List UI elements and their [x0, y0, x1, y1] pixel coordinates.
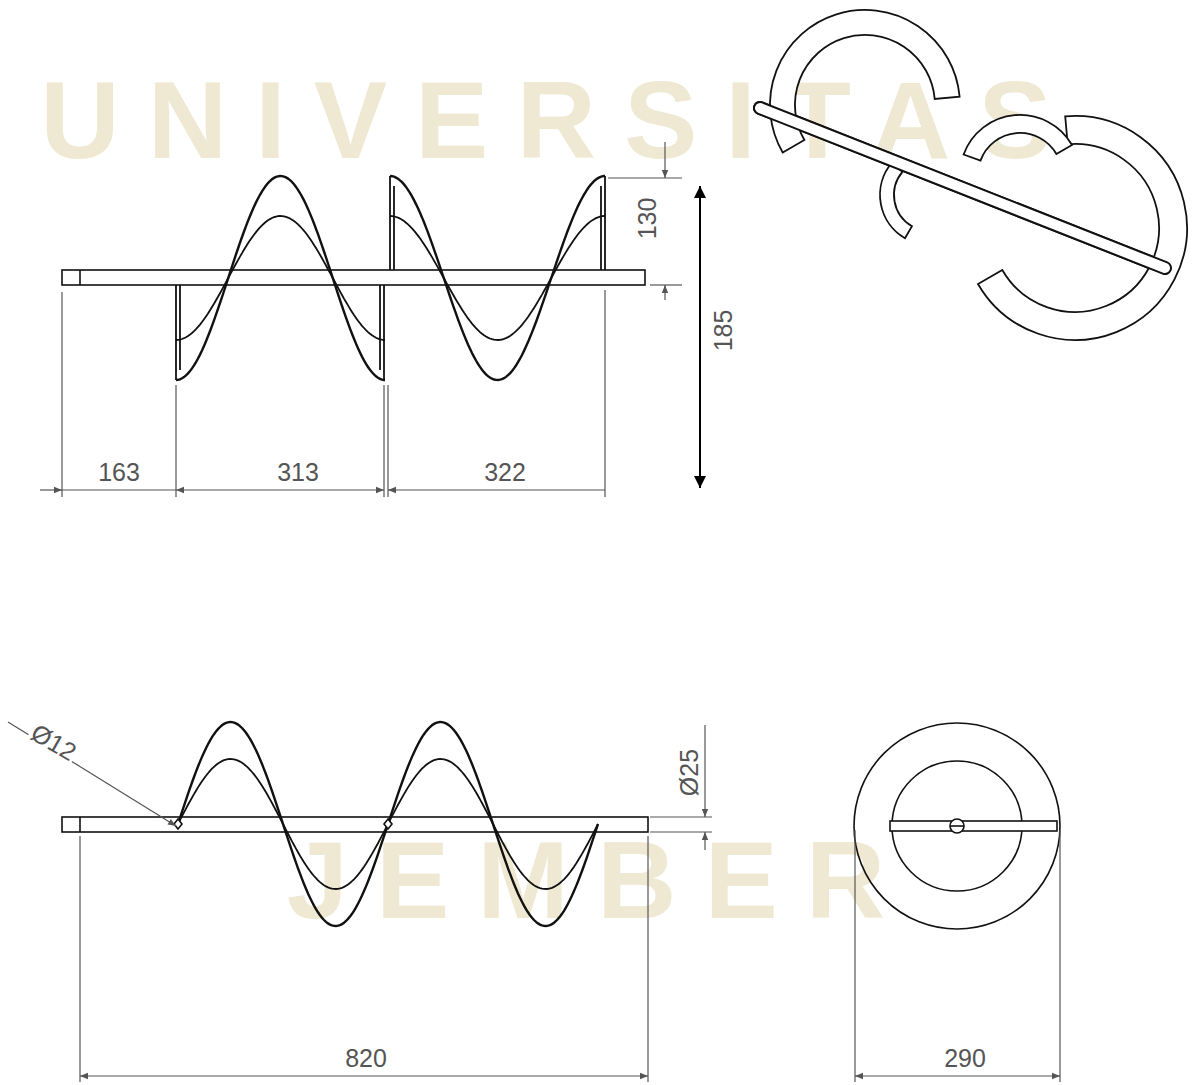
- flight-end-plate: [383, 285, 385, 380]
- extension-line: [650, 816, 712, 817]
- extension-line: [175, 385, 176, 497]
- dimension-line: [176, 489, 384, 490]
- flight-end-plate: [379, 285, 381, 370]
- ribbon-flight: [178, 722, 598, 926]
- extension-line: [387, 385, 388, 497]
- dimension-value: 820: [343, 1046, 389, 1071]
- dimension-line: [855, 1075, 1060, 1076]
- extension-line: [79, 836, 80, 1082]
- dimension-value: Ø25: [677, 746, 702, 797]
- watermark: JEMBER: [287, 825, 913, 935]
- shaft-step: [79, 817, 81, 832]
- iso-shaft: [760, 108, 1165, 268]
- ribbon-flight: [176, 176, 385, 380]
- extension-line: [383, 385, 384, 497]
- flight-end-plate: [393, 186, 395, 270]
- iso-flight: [964, 115, 1072, 161]
- dimension-line: [388, 489, 605, 490]
- extension-line: [650, 831, 712, 832]
- extension-line: [61, 292, 62, 497]
- flight-end-plate: [604, 176, 606, 270]
- flight-end-plate: [179, 285, 181, 370]
- dimension-line: [664, 142, 665, 178]
- iso-flight: [880, 163, 912, 238]
- extension-line: [608, 177, 682, 178]
- dimension-value: Ø12: [26, 718, 83, 765]
- shaft: [62, 817, 648, 832]
- cross-bar: [890, 821, 1057, 831]
- flight-end-plate: [175, 285, 177, 380]
- flight-end-plate: [389, 176, 391, 270]
- dimension-value: 290: [942, 1046, 988, 1071]
- dimension-line: [80, 1075, 648, 1076]
- dimension-value: 313: [275, 460, 321, 485]
- center-mark: [950, 825, 964, 827]
- dimension-line: [40, 489, 62, 490]
- shaft-section: [950, 819, 964, 833]
- dimension-line: [704, 832, 705, 850]
- flight-outer-circle: [854, 723, 1060, 929]
- dimension-value: 322: [482, 460, 528, 485]
- extension-line: [647, 836, 648, 1082]
- watermark: UNIVERSITAS: [40, 65, 1079, 175]
- dimension-arrow: [699, 186, 701, 488]
- dimension-line: [62, 489, 176, 490]
- shaft: [62, 270, 645, 285]
- dimension-line: [664, 285, 665, 300]
- ribbon-flight: [176, 216, 385, 340]
- shaft-step: [79, 270, 81, 285]
- ribbon-flight: [390, 176, 605, 380]
- dimension-line: [704, 725, 705, 817]
- extension-line: [650, 284, 682, 285]
- extension-line: [604, 290, 605, 497]
- dimension-value: 185: [712, 307, 737, 353]
- flight-end-plate: [600, 186, 602, 270]
- weld-point: [384, 819, 392, 829]
- dimension-value: 163: [96, 460, 142, 485]
- dimension-value: 130: [636, 195, 661, 241]
- ribbon-flight: [178, 759, 598, 889]
- weld-point: [174, 819, 182, 829]
- ribbon-flight: [390, 216, 605, 340]
- extension-line: [854, 830, 855, 1082]
- iso-shaft: [760, 108, 1165, 268]
- iso-flight: [770, 10, 960, 153]
- extension-line: [1059, 830, 1060, 1082]
